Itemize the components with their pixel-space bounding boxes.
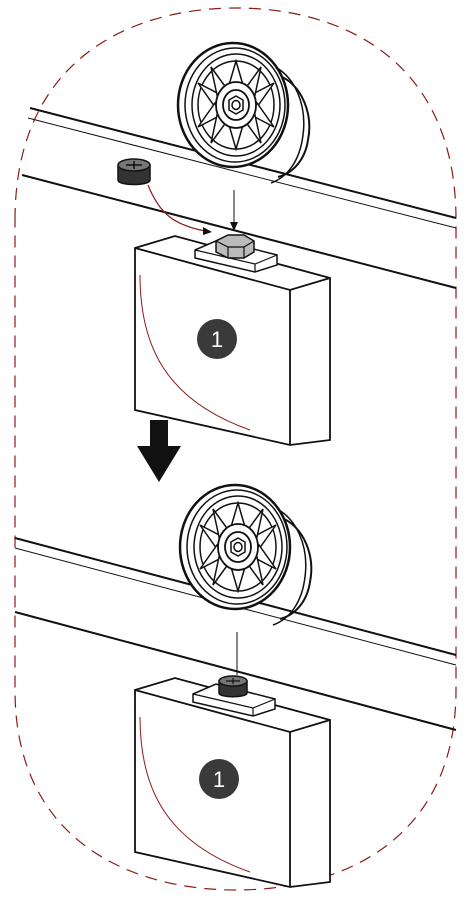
roller-wheel-icon <box>178 483 313 627</box>
small-down-arrow-icon <box>230 222 238 231</box>
step-badge-top: 1 <box>197 319 237 359</box>
top-scene: 1 <box>21 41 457 446</box>
step-badge-label: 1 <box>213 767 225 792</box>
bottom-scene: 1 <box>14 483 457 888</box>
step-badge-label: 1 <box>211 327 223 352</box>
guide-curve <box>147 184 206 232</box>
dashed-outline <box>14 7 457 891</box>
big-down-arrow-icon <box>137 420 181 482</box>
set-screw-icon <box>117 158 151 186</box>
step-badge-bottom: 1 <box>199 759 239 799</box>
set-screw-installed-icon <box>192 675 276 717</box>
hex-bolt-icon <box>194 234 278 273</box>
